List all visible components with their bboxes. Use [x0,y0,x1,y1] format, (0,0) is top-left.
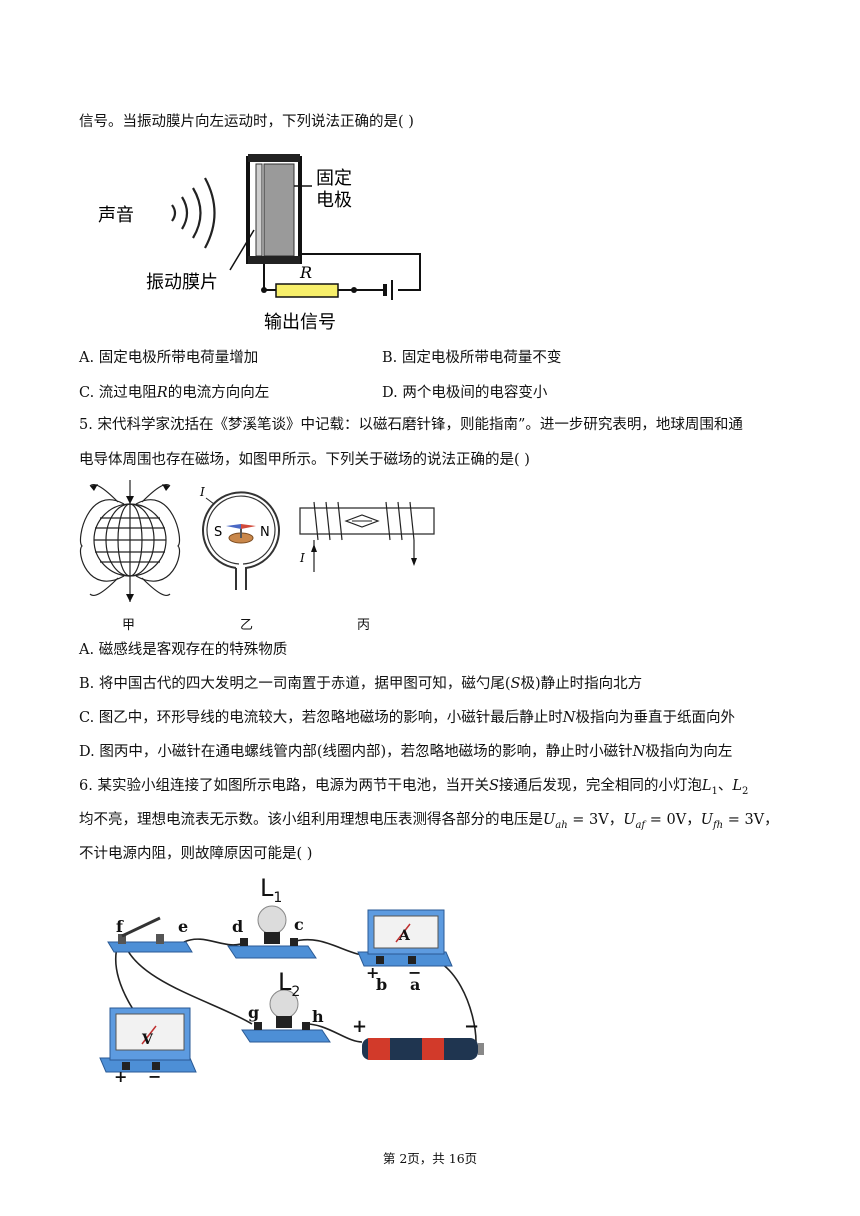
option-d: D. 两个电极间的电容变小 [382,385,548,401]
lamp-l2-label: L2 [278,968,300,1000]
option-a: A. 固定电极所带电荷量增加 [79,350,259,366]
q5-option-b: B. 将中国古代的四大发明之一司南置于赤道，据甲图可知，磁勺尾(S极)静止时指向… [79,676,643,692]
q6-stem-line1: 6. 某实验小组连接了如图所示电路，电源为两节干电池，当开关S接通后发现，完全相… [79,778,749,797]
compass-s-label: S [214,525,222,540]
battery-minus: − [464,1016,479,1037]
ammeter-label: A [398,928,411,944]
question-intro-line: 信号。当振动膜片向左运动时，下列说法正确的是( ) [79,114,414,130]
fixed-electrode-label-top: 固定 [316,168,352,189]
voltmeter-plus: + [114,1067,127,1084]
fixed-electrode-label-bottom: 电极 [316,190,352,211]
voltmeter-label: V [141,1032,154,1048]
node-d-label: d [232,917,243,936]
sound-label: 声音 [98,205,134,226]
circuit-diagram: f e L1 d c A + − b a [99,874,484,1084]
q5-option-c: C. 图乙中，环形导线的电流较大，若忽略地磁场的影响，小磁针最后静止时N极指向为… [79,710,735,726]
compass-n-label: N [260,525,270,540]
current-label-bing: I [299,551,305,565]
output-signal-label: 输出信号 [264,312,336,333]
q5-stem-line2: 电导体周围也存在磁场，如图甲所示。下列关于磁场的说法正确的是( ) [79,452,530,468]
ammeter-icon [357,909,453,967]
sound-wave-icon [171,177,216,249]
page-footer: 第 2页，共 16页 [382,1151,478,1166]
ammeter-minus: − [408,963,421,982]
resistor-label: R [299,263,312,282]
option-b: B. 固定电极所带电荷量不变 [382,350,562,366]
battery-icon [362,1038,484,1060]
node-h-label: h [312,1007,324,1026]
ammeter-plus: + [366,963,379,982]
q5-option-d: D. 图丙中，小磁针在通电螺线管内部(线圈内部)，若忽略地磁场的影响，静止时小磁… [79,744,733,760]
earth-magnetic-field-figure [79,480,181,602]
option-c: C. 流过电阻R的电流方向向左 [79,385,270,401]
caption-yi: 乙 [240,618,254,633]
node-g-label: g [248,1003,259,1022]
voltmeter-minus: − [148,1067,161,1084]
solenoid-figure: I [299,501,435,572]
circular-loop-figure: S N I [199,485,280,590]
q5-option-a: A. 磁感线是客观存在的特殊物质 [79,642,288,658]
node-e-label: e [178,917,188,936]
lamp-l2-icon [241,989,331,1043]
membrane-label: 振动膜片 [146,272,218,293]
node-b-label: b [376,975,387,994]
switch-icon [107,916,193,953]
caption-jia: 甲 [122,618,136,633]
caption-bing: 丙 [357,618,371,633]
lamp-l1-label: L1 [260,874,282,906]
q6-stem-line2: 均不亮，理想电流表无示数。该小组利用理想电压表测得各部分的电压是Uah = 3V… [79,812,779,831]
current-label-yi: I [199,485,205,499]
node-a-label: a [410,975,420,994]
q5-stem-line1: 5. 宋代科学家沈括在《梦溪笔谈》中记载：以磁石磨针锋，则能指南”。进一步研究表… [79,417,743,433]
q6-stem-line3: 不计电源内阻，则故障原因可能是( ) [79,846,313,862]
lamp-l1-icon [227,905,317,959]
voltmeter-icon [99,1007,197,1073]
battery-plus: + [352,1016,367,1037]
node-c-label: c [294,915,304,934]
microphone-diagram: 声音 固定 电极 振动膜片 R 输出信号 [98,154,421,333]
node-f-label: f [116,917,124,936]
